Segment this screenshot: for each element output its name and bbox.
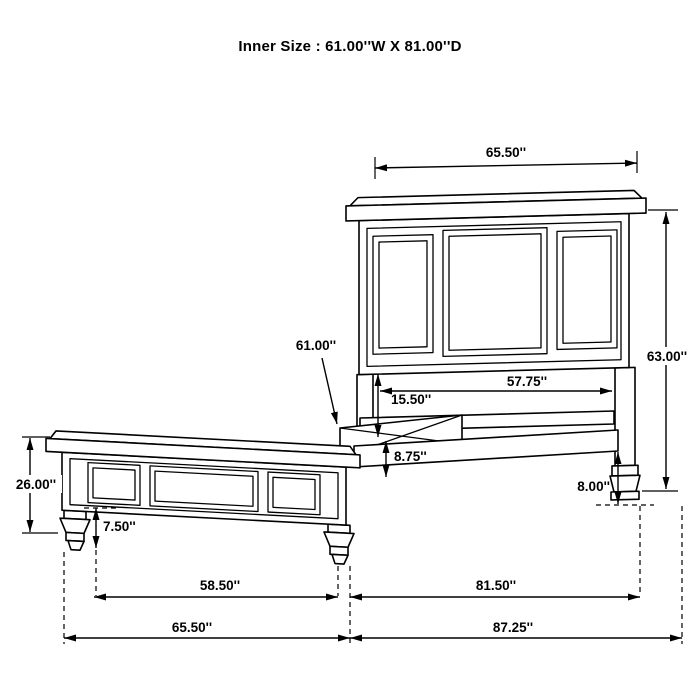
extension-lines [63, 504, 683, 644]
footboard-cap [45, 437, 361, 469]
headboard-panel-left-inner [378, 240, 428, 349]
headboard-frame [366, 221, 622, 368]
headboard-panel-right [556, 229, 618, 351]
dim-label-inner-depth: 81.50'' [476, 578, 516, 593]
dim-overall-depth: 87.25'' [350, 620, 682, 642]
footboard [45, 430, 361, 565]
dim-label-footboard-width: 65.50'' [172, 620, 212, 635]
footboard-right-leg-turning [323, 531, 355, 549]
headboard-board [358, 212, 630, 376]
dim-rail-to-headboard: 15.50'' [374, 374, 431, 437]
dim-foot-leg-height: 7.50'' [92, 508, 136, 548]
footboard-panel-right [267, 471, 321, 516]
footboard-panel-center-inner [154, 470, 254, 507]
label-bg [10, 475, 62, 493]
headboard-foot-cap [611, 464, 639, 477]
dim-inner-width-callout: 61.00'' [296, 338, 338, 425]
dim-label-rail-to-headboard: 15.50'' [391, 392, 431, 407]
dim-label-headboard-width: 65.50'' [486, 145, 526, 160]
dim-label-footboard-height: 26.00'' [16, 477, 56, 492]
dim-label-inner-width: 61.00'' [296, 338, 336, 353]
dim-label-overall-height: 63.00'' [647, 349, 687, 364]
dim-rail-to-floor: 8.00'' [577, 452, 622, 504]
headboard-foot-base [610, 490, 640, 501]
footboard-panel-center [149, 465, 259, 513]
footboard-left-leg-turning [59, 517, 91, 535]
footboard-frame [69, 458, 339, 520]
dim-label-footboard-inner-width: 58.50'' [200, 578, 240, 593]
headboard-foot [609, 474, 641, 493]
footboard-panel-left-inner [92, 467, 136, 501]
footboard-panel-left [87, 461, 141, 506]
dim-overall-height: 63.00'' [641, 209, 693, 492]
headboard-panel-right-inner [562, 235, 612, 344]
dim-label-headboard-inner-width: 57.75'' [507, 374, 547, 389]
dim-line [374, 159, 638, 172]
dim-footboard-width: 65.50'' [64, 620, 350, 642]
dim-label-rail-to-floor: 8.00'' [577, 479, 610, 494]
leader-arrow [321, 357, 338, 425]
inner-size-title: Inner Size : 61.00''W X 81.00''D [238, 38, 462, 55]
label-bg [641, 347, 693, 365]
dim-label-overall-depth: 87.25'' [493, 620, 533, 635]
headboard-cap [345, 197, 647, 222]
footboard-right-foot [331, 553, 349, 565]
dim-rail-height: 8.75'' [382, 441, 427, 477]
dim-footboard-inner-width: 58.50'' [94, 578, 338, 601]
footboard-panel-right-inner [272, 476, 316, 511]
dim-headboard-inner-width: 57.75'' [380, 374, 612, 395]
dim-label-foot-leg-height: 7.50'' [103, 519, 136, 534]
headboard-panel-center [442, 227, 548, 358]
dim-footboard-height: 26.00'' [10, 436, 62, 534]
dim-label-rail-height: 8.75'' [394, 449, 427, 464]
headboard-panel-left [372, 234, 434, 355]
headboard-panel-center-inner [448, 233, 542, 351]
dim-inner-depth: 81.50'' [350, 578, 640, 601]
dim-headboard-width: 65.50'' [374, 145, 638, 179]
footboard-left-foot [67, 539, 85, 551]
